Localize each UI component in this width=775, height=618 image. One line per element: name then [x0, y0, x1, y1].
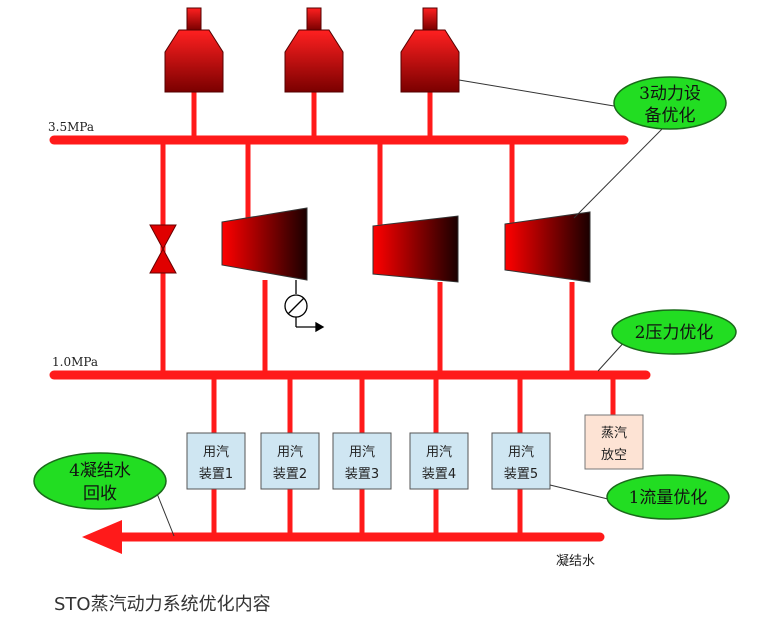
device-box-4: 用汽 装置4: [409, 432, 469, 490]
callout-pressure: 2压力优化: [611, 309, 737, 355]
condensate-arrow: [82, 520, 122, 554]
callout-flow-line1: 1流量优化: [629, 488, 708, 508]
callout-flow: 1流量优化: [606, 474, 730, 520]
generator-icon: [284, 280, 325, 333]
vent-line1: 蒸汽: [601, 426, 627, 441]
device-3-line2: 装置3: [345, 467, 379, 482]
boiler-1: [164, 7, 224, 93]
device-1-line1: 用汽: [203, 445, 229, 460]
device-box-5: 用汽 装置5: [491, 432, 551, 490]
callout-pressure-line1: 2压力优化: [635, 323, 714, 343]
callout-condensate-line1: 4凝结水: [69, 461, 131, 481]
callout-power-line1: 3动力设: [639, 84, 701, 104]
device-2-line2: 装置2: [273, 467, 307, 482]
turbine-2: [372, 215, 459, 283]
device-4-line1: 用汽: [426, 445, 452, 460]
pipes: [160, 92, 616, 537]
steam-vent-box: 蒸汽 放空: [584, 414, 644, 470]
callout-leaders: [155, 79, 669, 537]
vent-line2: 放空: [601, 448, 627, 463]
figure-caption: STO蒸汽动力系统优化内容: [54, 594, 271, 615]
device-5-line1: 用汽: [508, 445, 534, 460]
device-3-line1: 用汽: [349, 445, 375, 460]
device-box-1: 用汽 装置1: [186, 432, 246, 490]
device-4-line2: 装置4: [422, 467, 456, 482]
turbine-3: [504, 211, 591, 283]
callout-power-line2: 备优化: [645, 106, 696, 126]
device-2-line1: 用汽: [277, 445, 303, 460]
turbine-1: [221, 207, 308, 281]
boiler-2: [284, 7, 344, 93]
label-1.0mpa: 1.0MPa: [52, 355, 98, 369]
device-1-line2: 装置1: [199, 467, 233, 482]
label-3.5mpa: 3.5MPa: [48, 120, 94, 134]
reducing-valve: [149, 224, 177, 274]
callout-power-equipment: 3动力设 备优化: [613, 76, 727, 130]
callout-condensate: 4凝结水 回收: [33, 452, 167, 510]
device-box-3: 用汽 装置3: [332, 432, 392, 490]
device-box-2: 用汽 装置2: [260, 432, 320, 490]
boiler-3: [400, 7, 460, 93]
device-5-line2: 装置5: [504, 467, 538, 482]
condensate-label: 凝结水: [556, 553, 595, 569]
callout-condensate-line2: 回收: [83, 484, 117, 504]
